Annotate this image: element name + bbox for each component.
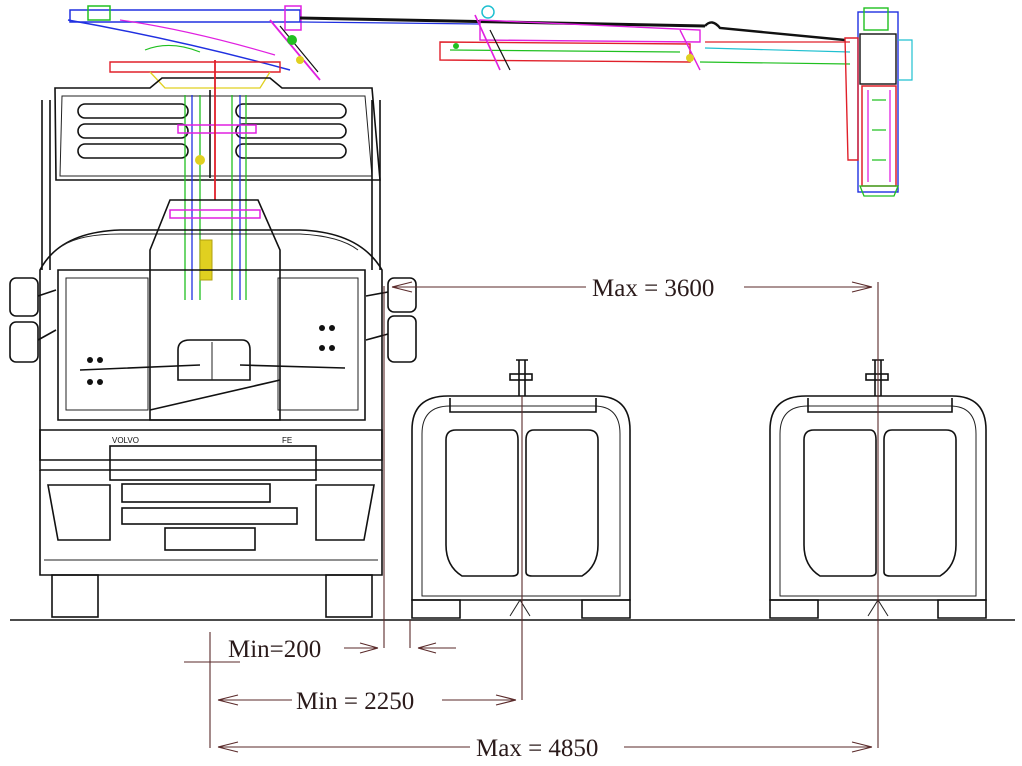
origin-crosshair — [184, 632, 240, 748]
roof-vents-right — [235, 103, 347, 159]
truck-model-mark: FE — [282, 436, 292, 445]
crane-arm — [67, 5, 913, 197]
container-right — [769, 359, 987, 619]
mirror-left — [9, 277, 57, 363]
grille — [39, 429, 383, 551]
min-center-label: Min = 2250 — [296, 688, 414, 715]
truck-brand-mark: VOLVO — [112, 436, 139, 445]
min-gap-label: Min=200 — [228, 636, 321, 663]
truck-front-view: VOLVO FE — [9, 60, 417, 618]
roof-vents-left — [77, 103, 189, 159]
max-reach-label: Max = 3600 — [592, 275, 714, 302]
max-center-label: Max = 4850 — [476, 735, 598, 762]
container-left — [411, 359, 631, 619]
dimension-lines — [184, 281, 879, 753]
